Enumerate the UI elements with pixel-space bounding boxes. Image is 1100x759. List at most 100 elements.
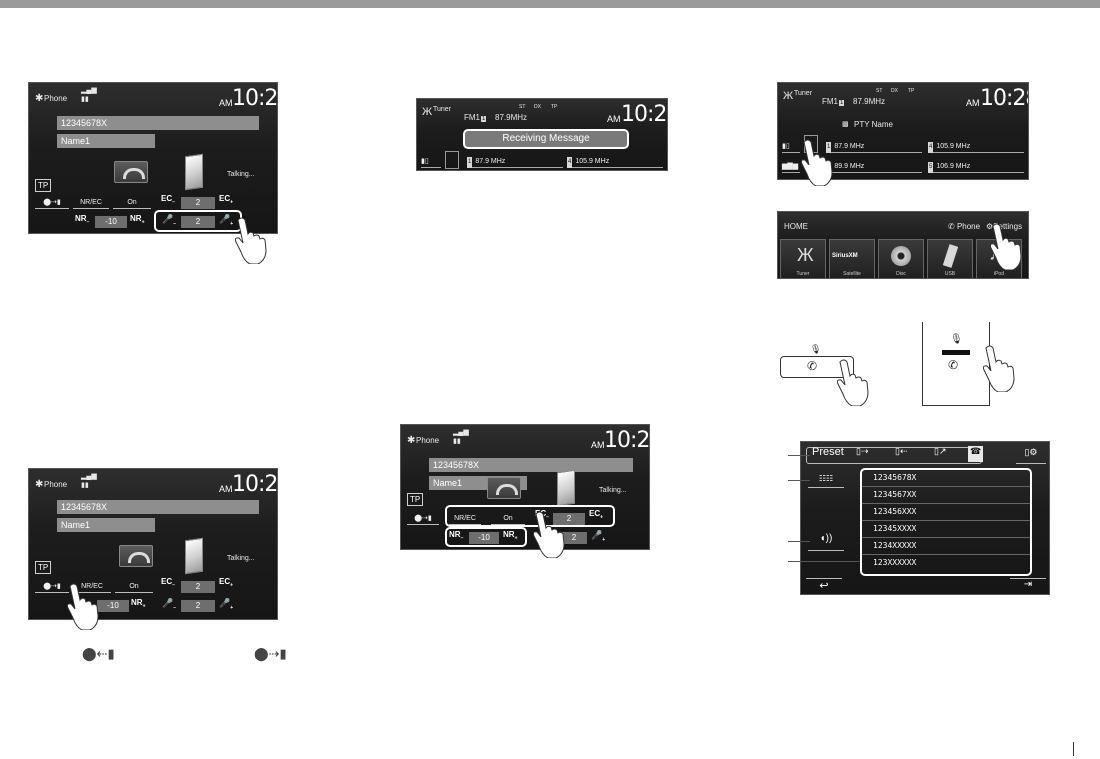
- source-ipod[interactable]: ♪iPod: [976, 239, 1022, 278]
- list-item[interactable]: 1234567XX: [862, 487, 1030, 504]
- call-status: Talking...: [227, 171, 255, 178]
- voice-transfer-button[interactable]: ⬤⇢▮: [35, 197, 69, 209]
- list-item[interactable]: 12345678X: [862, 470, 1030, 487]
- eq-button[interactable]: ▆▇▆: [782, 161, 800, 173]
- mic-plus-button[interactable]: 🎤+: [219, 598, 234, 611]
- preset-4-label: 105.9 MHz: [936, 143, 971, 150]
- phone-screen-transfer: ✱ Phone ▂▄▆ ▮▮ AM 10:28 12345678X Name1 …: [28, 468, 278, 620]
- nr-plus-button[interactable]: NR+: [503, 530, 518, 542]
- page-top-bar: [0, 0, 1100, 8]
- phone-button[interactable]: ✆ Phone: [948, 222, 981, 231]
- nr-plus-button[interactable]: NR+: [131, 598, 146, 610]
- list-button[interactable]: ▮▯: [421, 156, 441, 168]
- preset-5-label: 106.9 MHz: [936, 163, 971, 170]
- dx-indicator: DX: [534, 104, 541, 110]
- phonebook-tab[interactable]: ☎: [968, 446, 984, 462]
- ampm-label: AM: [591, 440, 605, 450]
- keypad-button[interactable]: ☷☷: [808, 474, 844, 488]
- phone-number-field: 12345678X: [57, 500, 259, 514]
- nrec-state: On: [113, 197, 151, 209]
- call-history-missed-tab[interactable]: ▯↗: [934, 446, 947, 456]
- nrec-button[interactable]: NR/EC: [449, 513, 481, 525]
- ec-value: 2: [181, 197, 215, 209]
- voice-transfer-button[interactable]: ⬤⇢▮: [35, 581, 69, 593]
- end-call-button[interactable]: [119, 545, 153, 567]
- mic-plus-button[interactable]: 🎤+: [219, 214, 234, 227]
- tuner-app-label: Tuner: [433, 106, 452, 113]
- mic-icon: 🎙: [950, 334, 963, 345]
- siriusxm-logo: SiriusXM: [832, 253, 858, 259]
- settings-icon-button[interactable]: ▯⚙: [1016, 447, 1046, 464]
- tp-button[interactable]: TP: [35, 179, 52, 192]
- ec-minus-button[interactable]: EC−: [161, 194, 176, 206]
- blank-button[interactable]: [804, 135, 818, 153]
- preset-1-num: 1: [826, 142, 832, 153]
- transfer-to-phone-icon: ⬤⇠▮: [82, 646, 115, 661]
- battery-icon: ▮▮: [81, 482, 89, 489]
- mic-minus-button[interactable]: 🎤−: [162, 214, 177, 227]
- preset-number-value: 1: [481, 116, 487, 122]
- clock: 10:28: [232, 472, 278, 497]
- callout-line: [788, 480, 810, 481]
- band-label: FM1: [464, 113, 480, 122]
- phone-app-label: Phone: [44, 94, 68, 103]
- signal-icon: ▂▄▆: [81, 87, 97, 94]
- call-history-out-tab[interactable]: ▯⇢: [856, 446, 869, 456]
- preset-1-num: 1: [467, 157, 473, 168]
- preset-tab[interactable]: Preset: [812, 446, 844, 458]
- callout-line: [788, 561, 860, 562]
- back-button[interactable]: ↩: [806, 578, 842, 592]
- voice-panel-key[interactable]: [942, 350, 970, 355]
- phone-icon: ✆: [807, 359, 818, 373]
- mic-minus-button[interactable]: 🎤−: [162, 598, 177, 611]
- tp-button[interactable]: TP: [35, 561, 52, 574]
- end-call-button[interactable]: [487, 477, 521, 499]
- ec-plus-button[interactable]: EC+: [219, 194, 234, 206]
- list-button[interactable]: ▮▯: [782, 141, 800, 153]
- nr-minus-button[interactable]: NR−: [75, 214, 90, 226]
- source-usb[interactable]: USB: [927, 239, 973, 278]
- ampm-label: AM: [219, 484, 233, 494]
- call-history-in-tab[interactable]: ▯⇠: [895, 446, 908, 456]
- voice-dial-button[interactable]: ◖)): [808, 533, 844, 551]
- ec-plus-button[interactable]: EC+: [219, 577, 234, 589]
- preset-4-num: 4: [928, 142, 934, 153]
- ec-minus-label: EC: [161, 577, 173, 586]
- callout-line: [788, 455, 810, 456]
- nrec-highlight: [445, 505, 615, 527]
- nr-minus-button[interactable]: NR−: [449, 530, 464, 542]
- phone-app-label: Phone: [416, 436, 440, 445]
- contact-list-frame: [860, 468, 1032, 576]
- exit-button[interactable]: ⇥: [1010, 578, 1046, 592]
- preset-number-value: 1: [839, 100, 845, 106]
- phone-number-field: 12345678X: [57, 116, 259, 130]
- mic-plus-button[interactable]: 🎤+: [591, 530, 606, 543]
- source-disc[interactable]: Disc: [878, 239, 924, 278]
- voice-button-diagram[interactable]: ✆: [780, 356, 854, 378]
- settings-button[interactable]: ⚙Settings: [986, 222, 1023, 231]
- list-item[interactable]: 1234XXXXX: [862, 538, 1030, 555]
- nrec-button[interactable]: NR/EC: [73, 197, 109, 209]
- preset-number: 1: [839, 97, 847, 106]
- ec-plus-button[interactable]: EC+: [589, 509, 604, 521]
- list-item[interactable]: 12345XXXX: [862, 521, 1030, 538]
- ec-minus-button[interactable]: EC−: [161, 577, 176, 589]
- nrec-button[interactable]: NR/EC: [73, 581, 111, 593]
- list-item[interactable]: 123XXXXXX: [873, 558, 917, 567]
- end-call-button[interactable]: [114, 161, 148, 183]
- source-tuner-label: Tuner: [796, 271, 810, 277]
- tp-button[interactable]: TP: [407, 493, 424, 506]
- nr-plus-button[interactable]: NR+: [130, 214, 145, 226]
- blank-button[interactable]: [445, 151, 459, 169]
- list-item[interactable]: 123456XXX: [862, 504, 1030, 521]
- voice-transfer-button[interactable]: ⬤⇢▮: [407, 513, 439, 525]
